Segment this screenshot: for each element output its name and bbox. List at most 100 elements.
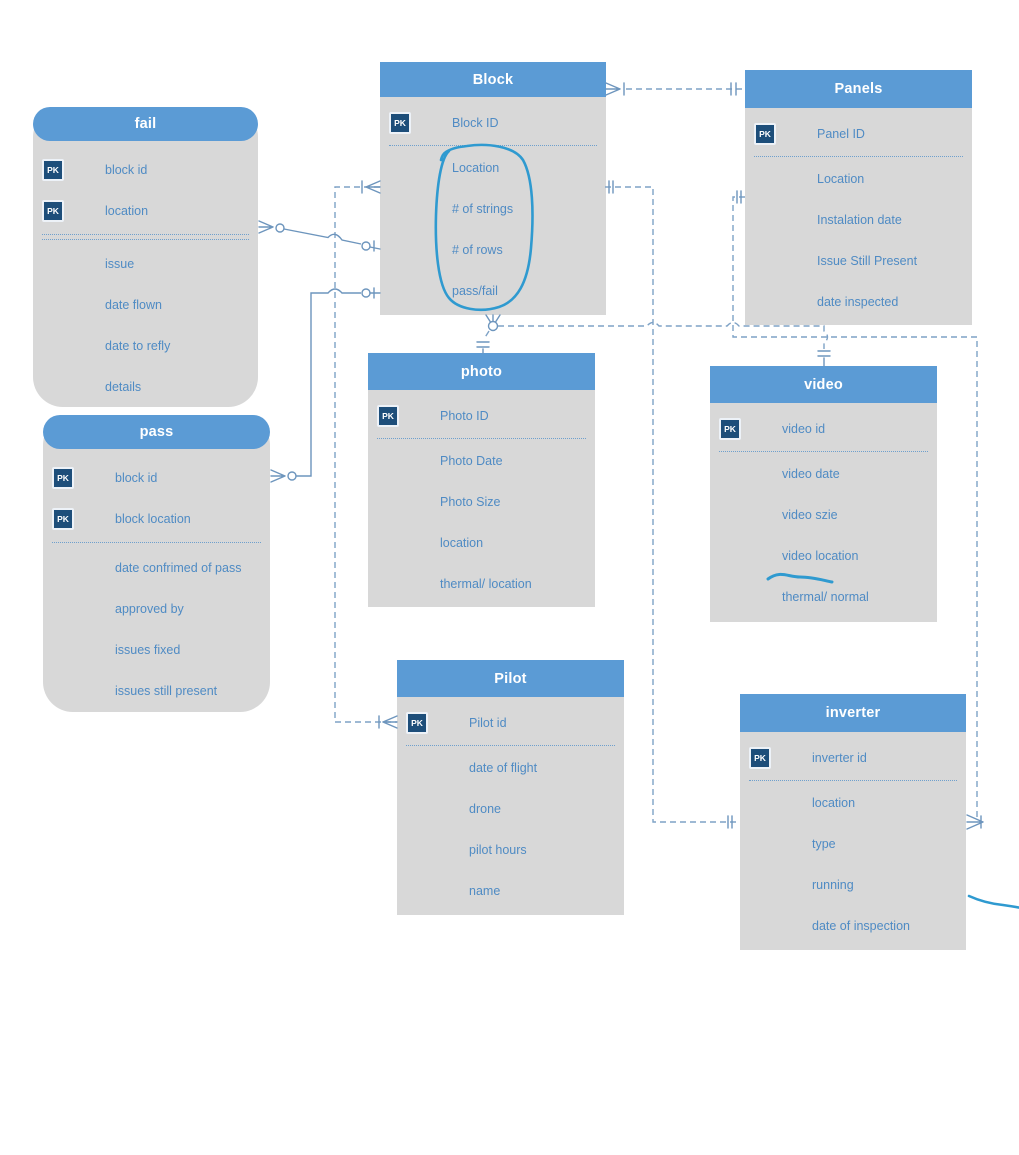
attribute-row: details <box>33 366 258 407</box>
field-label: type <box>812 836 836 851</box>
attribute-row: thermal/ location <box>368 563 595 604</box>
field-label: block location <box>115 511 191 526</box>
pk-badge: PK <box>52 507 74 530</box>
entity-title: fail <box>134 116 157 132</box>
annotation-stroke-bottom-right <box>967 894 1019 909</box>
entity-photo[interactable]: photo PK Photo ID Photo Date Photo Size … <box>368 353 595 607</box>
pk-separator <box>749 780 957 781</box>
pk-row: PK Photo ID <box>368 394 595 438</box>
attribute-row: video szie <box>710 494 937 535</box>
field-label: issue <box>105 256 135 271</box>
field-label: drone <box>469 801 501 816</box>
field-label: date confrimed of pass <box>115 560 242 575</box>
entity-title: Block <box>472 71 514 88</box>
field-label: date of inspection <box>812 918 910 933</box>
connector-block-panels <box>605 82 745 96</box>
field-label: issues fixed <box>115 642 181 657</box>
entity-title: video <box>804 376 843 393</box>
field-label: Photo Size <box>440 494 501 509</box>
attribute-row: date inspected <box>745 281 972 322</box>
field-label: Photo ID <box>440 409 489 423</box>
entity-title: photo <box>460 363 503 380</box>
entity-video-header: video <box>710 366 937 403</box>
pk-badge: PK <box>42 158 64 181</box>
connector-pass-block <box>270 287 381 483</box>
pk-row: PK inverter id <box>740 736 966 780</box>
attribute-row: date flown <box>33 284 258 325</box>
entity-pilot[interactable]: Pilot PK Pilot id date of flight drone p… <box>397 660 624 915</box>
entity-title: pass <box>139 424 174 440</box>
field-label: Location <box>452 160 500 175</box>
pk-row: PK video id <box>710 407 937 451</box>
attribute-row: location <box>368 522 595 563</box>
field-label: video date <box>782 466 840 481</box>
field-label: date of flight <box>469 760 538 775</box>
entity-panels-header: Panels <box>745 70 972 108</box>
entity-pass-header: pass <box>43 415 270 449</box>
pk-separator <box>406 745 615 746</box>
field-label: # of rows <box>452 242 503 257</box>
pk-badge: PK <box>52 466 74 489</box>
pk-badge: PK <box>377 405 399 427</box>
pk-row: PK block id <box>43 457 270 498</box>
entity-pass-body: PK block id PK block location date confr… <box>43 449 270 711</box>
entity-fail[interactable]: fail PK block id PK location issue date … <box>33 107 258 407</box>
entity-panels[interactable]: Panels PK Panel ID Location Instalation … <box>745 70 972 325</box>
pk-row: PK block location <box>43 498 270 539</box>
field-label: Location <box>817 171 865 186</box>
entity-video-body: PK video id video date video szie video … <box>710 403 937 617</box>
attribute-row: Photo Size <box>368 481 595 522</box>
attribute-row: location <box>740 782 966 823</box>
pk-badge: PK <box>749 747 771 769</box>
entity-fail-header: fail <box>33 107 258 141</box>
field-label: Pilot id <box>469 716 507 730</box>
attribute-row: date confrimed of pass <box>43 547 270 588</box>
entity-block-header: Block <box>380 62 606 97</box>
attribute-row: pass/fail <box>380 270 606 311</box>
pk-badge: PK <box>42 199 64 222</box>
pk-row: PK location <box>33 190 258 231</box>
pk-separator <box>389 145 597 146</box>
field-label: video szie <box>782 507 838 522</box>
field-label: Panel ID <box>817 127 865 141</box>
pk-separator <box>42 234 249 240</box>
entity-title: Pilot <box>494 670 527 687</box>
field-label: details <box>105 379 142 394</box>
pk-row: PK Pilot id <box>397 701 624 745</box>
pk-badge: PK <box>389 112 411 134</box>
entity-block[interactable]: Block PK Block ID Location # of strings … <box>380 62 606 315</box>
attribute-row: name <box>397 870 624 911</box>
pk-badge: PK <box>406 712 428 734</box>
entity-title: Panels <box>834 81 883 97</box>
connector-fail-block <box>258 220 381 252</box>
attribute-row: video location <box>710 535 937 576</box>
entity-block-body: PK Block ID Location # of strings # of r… <box>380 97 606 311</box>
field-label: block id <box>105 162 148 177</box>
field-label: inverter id <box>812 751 867 765</box>
field-label: location <box>105 203 149 218</box>
pk-separator <box>377 438 586 439</box>
field-label: Block ID <box>452 116 499 130</box>
entity-pilot-header: Pilot <box>397 660 624 697</box>
field-label: date to refly <box>105 338 171 353</box>
attribute-row: Instalation date <box>745 199 972 240</box>
field-label: pilot hours <box>469 842 527 857</box>
field-label: approved by <box>115 601 184 616</box>
entity-pass[interactable]: pass PK block id PK block location date … <box>43 415 270 712</box>
field-label: video id <box>782 422 826 436</box>
field-label: Photo Date <box>440 453 503 468</box>
attribute-row: issue <box>33 243 258 284</box>
attribute-row: issues fixed <box>43 629 270 670</box>
attribute-row: date of inspection <box>740 905 966 946</box>
pk-row: PK Panel ID <box>745 112 972 156</box>
field-label: video location <box>782 548 859 563</box>
field-label: # of strings <box>452 201 514 216</box>
attribute-row: running <box>740 864 966 905</box>
pk-separator <box>719 451 928 452</box>
attribute-row: Location <box>745 158 972 199</box>
attribute-row: thermal/ normal <box>710 576 937 617</box>
field-label: issues still present <box>115 683 218 698</box>
entity-video[interactable]: video PK video id video date video szie … <box>710 366 937 622</box>
entity-inverter[interactable]: inverter PK inverter id location type ru… <box>740 694 966 950</box>
attribute-row: drone <box>397 788 624 829</box>
